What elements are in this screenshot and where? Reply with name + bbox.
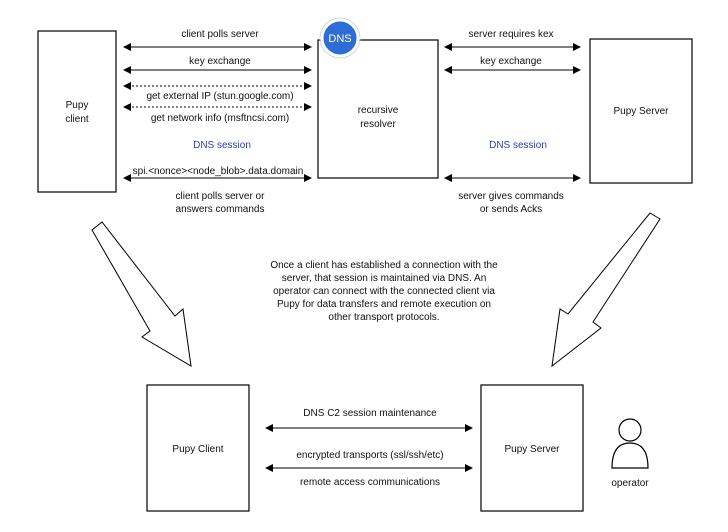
dns-session-label-left: DNS session (193, 140, 251, 151)
link-label-server-requires-kex: server requires kex (468, 29, 553, 40)
hollow-arrow-left (91, 221, 192, 367)
link-label-key-exchange-left: key exchange (189, 56, 251, 67)
pupy-server-bottom-label: Pupy Server (504, 444, 560, 455)
note-line-4: Pupy for data transfers and remote execu… (277, 299, 491, 310)
link-label-network-info: get network info (msftncsi.com) (151, 113, 289, 124)
operator-person-icon (611, 418, 649, 469)
link-label-remote: remote access communications (300, 477, 440, 488)
link-label-dns-query: spi.<nonce><node_blob>.data.domain (133, 166, 304, 177)
link-label-polls-answers-2: answers commands (176, 204, 265, 215)
resolver-label-1: recursive (358, 105, 399, 116)
link-label-external-ip: get external IP (stun.google.com) (146, 91, 293, 102)
note-line-2: server, that session is maintained via D… (282, 273, 487, 284)
dns-badge-icon: DNS (319, 17, 361, 59)
operator-label: operator (611, 478, 649, 489)
note-line-3: operator can connect with the connected … (273, 286, 495, 297)
recursive-resolver-box (317, 39, 439, 179)
pupy-client-bottom-label: Pupy Client (172, 444, 223, 455)
pupy-server-top-label: Pupy Server (613, 106, 669, 117)
resolver-label-2: resolver (360, 119, 396, 130)
link-label-client-polls: client polls server (181, 29, 259, 40)
note-line-1: Once a client has established a connecti… (270, 260, 498, 271)
link-label-server-commands-1: server gives commands (458, 191, 564, 202)
link-label-c2: DNS C2 session maintenance (303, 408, 437, 419)
pupy-server-bottom-box (480, 384, 584, 512)
pupy-client-top-box (37, 30, 117, 193)
link-label-encrypted: encrypted transports (ssl/ssh/etc) (296, 450, 443, 461)
pupy-client-top-label-1: Pupy (66, 100, 89, 111)
dns-session-label-right: DNS session (489, 140, 547, 151)
link-label-server-commands-2: or sends Acks (480, 204, 542, 215)
link-label-polls-answers-1: client polls server or (176, 191, 266, 202)
note-line-5: other transport protocols. (328, 312, 439, 323)
hollow-arrow-right (551, 212, 661, 368)
pupy-client-top-label-2: client (65, 114, 89, 125)
dns-badge-label: DNS (328, 33, 351, 45)
pupy-client-bottom-box (146, 384, 250, 512)
pupy-server-top-box (589, 38, 693, 184)
link-label-key-exchange-right: key exchange (480, 56, 542, 67)
